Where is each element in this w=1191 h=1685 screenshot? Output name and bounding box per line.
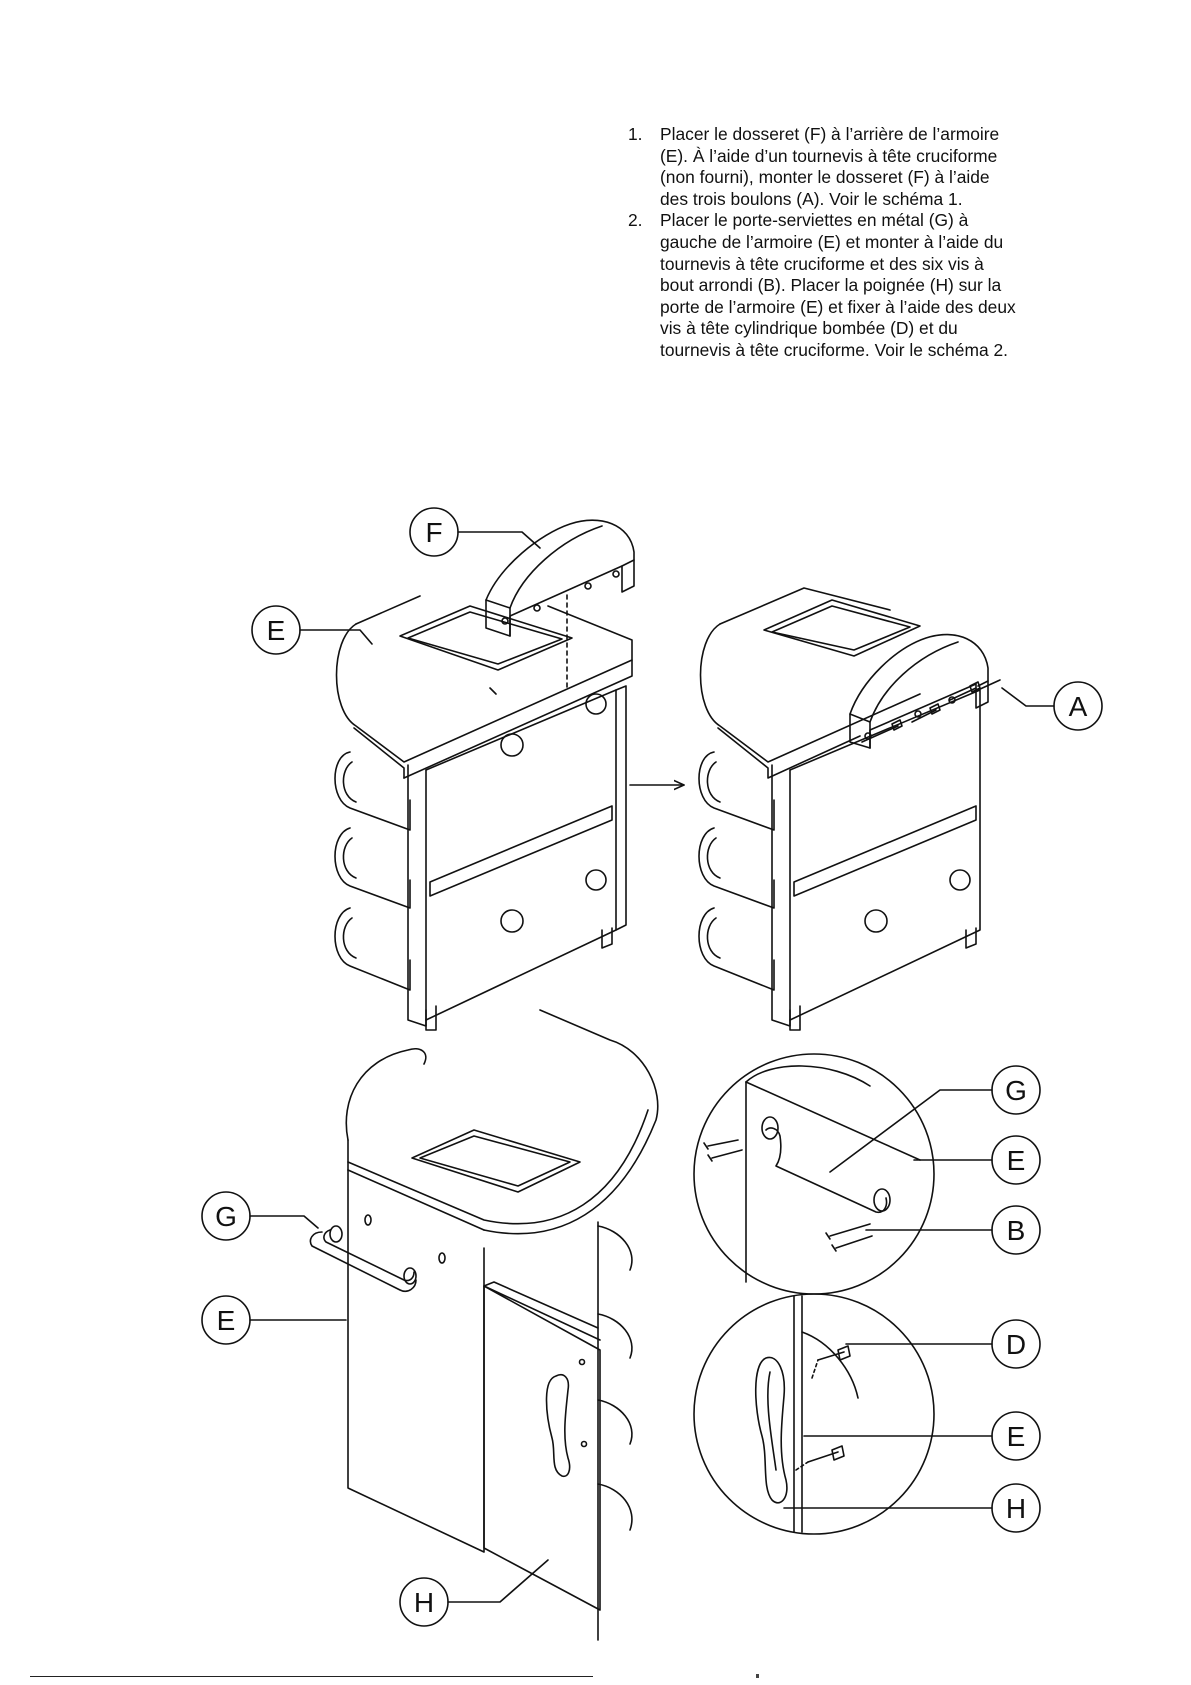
step-line: tournevis à tête cruciforme. Voir le sch… (660, 339, 1008, 360)
callout-f: F (425, 517, 442, 548)
footer-rule (30, 1676, 593, 1677)
cabinet-e-side-view (345, 1009, 659, 1641)
callout-e: E (267, 615, 286, 646)
backsplash-f (485, 519, 635, 691)
callout-e: E (1007, 1421, 1026, 1452)
step-line: porte de l’armoire (E) et fixer à l’aide… (660, 296, 1016, 317)
detail-towel-bar (693, 1053, 935, 1295)
step-line: (non fourni), monter le dosseret (F) à l… (660, 167, 990, 188)
step-line: Placer le dosseret (F) à l’arrière de l’… (660, 124, 1000, 144)
detail-door-handle (693, 1293, 935, 1535)
callout-h: H (1006, 1493, 1026, 1524)
callout-b: B (1007, 1215, 1026, 1246)
step-line: (E). À l’aide d’un tournevis à tête cruc… (660, 145, 998, 166)
cabinet-e-assembled (698, 587, 981, 1031)
step-number: 1. (628, 124, 643, 144)
step-line: vis à tête cylindrique bombée (D) et du (660, 318, 958, 339)
step-number: 2. (628, 210, 643, 231)
callout-e: E (217, 1305, 236, 1336)
callout-h: H (414, 1587, 434, 1618)
backsplash-f-mounted (849, 633, 1001, 749)
cabinet-e-before (334, 595, 633, 1031)
leader-line (447, 1559, 549, 1603)
callout-a: A (1069, 691, 1088, 722)
leader-line (249, 1215, 319, 1229)
assembly-instructions: 1. Placer le dosseret (F) à l’arrière de… (628, 124, 1068, 362)
footer-mark (756, 1674, 759, 1678)
leader-line (1001, 687, 1055, 707)
instruction-step-2: 2. Placer le porte-serviettes en métal (… (628, 210, 1068, 361)
callout-g: G (1005, 1075, 1027, 1106)
instruction-step-1: 1. Placer le dosseret (F) à l’arrière de… (628, 124, 1068, 210)
step-line: Placer le porte-serviettes en métal (G) … (660, 210, 969, 231)
callout-e: E (1007, 1145, 1026, 1176)
step-line: gauche de l’armoire (E) et monter à l’ai… (660, 231, 1004, 252)
label-callouts: F E A G E H G E B D (201, 507, 1103, 1627)
step-line: bout arrondi (B). Placer la poignée (H) … (660, 275, 1002, 296)
leader-line (829, 1089, 993, 1173)
leader-line (299, 629, 373, 645)
callout-d: D (1006, 1329, 1026, 1360)
towel-bar-g (309, 1214, 446, 1293)
step-line: tournevis à tête cruciforme et des six v… (660, 253, 984, 274)
door-handle-h (545, 1374, 571, 1478)
step-line: des trois boulons (A). Voir le schéma 1. (660, 188, 963, 209)
leader-line (457, 531, 541, 549)
callout-g: G (215, 1201, 237, 1232)
